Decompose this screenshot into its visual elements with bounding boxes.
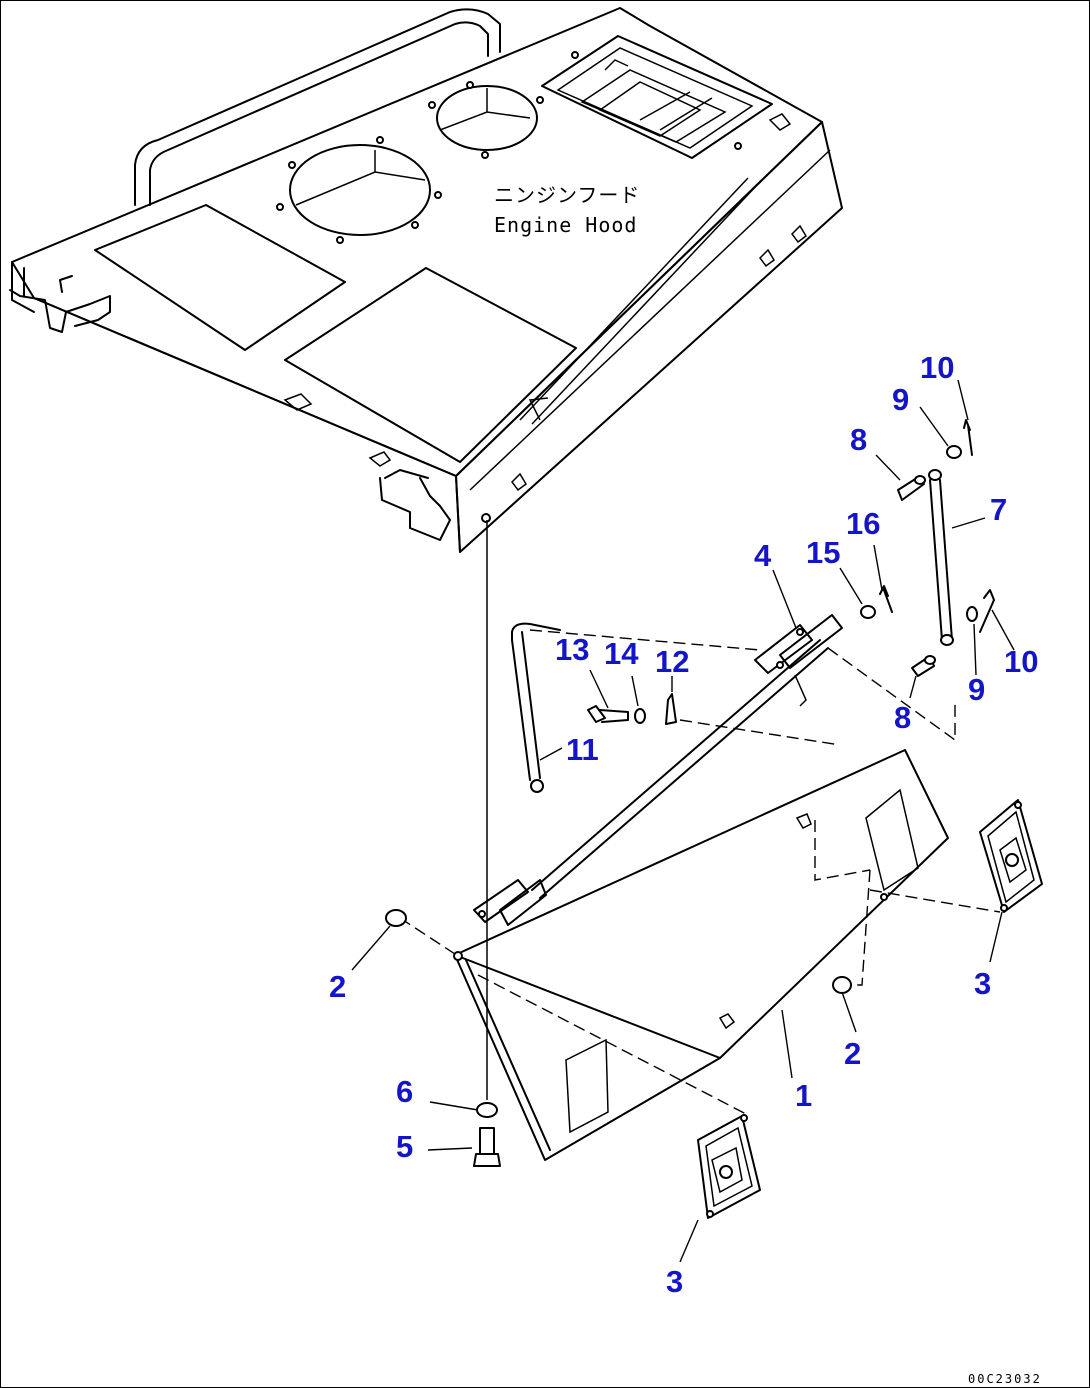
- callout-12: 12: [655, 644, 689, 679]
- callout-2-right: 2: [844, 1036, 861, 1071]
- callout-9-upper: 9: [892, 382, 909, 417]
- bracket-3-left: [697, 1114, 761, 1219]
- dashed-assembly-lines: [399, 629, 1001, 1116]
- washer-2-left: [385, 909, 407, 927]
- callout-3-right: 3: [974, 966, 991, 1001]
- pin-8-lower: [911, 655, 936, 677]
- engine-hood: ニンジンフード Engine Hood: [9, 7, 843, 553]
- cotter-pin-10-lower: [979, 589, 995, 633]
- pin-8-upper: [897, 475, 926, 501]
- callout-3-left: 3: [666, 1264, 683, 1299]
- washer-9-upper: [946, 445, 962, 459]
- callout-10-lower: 10: [1004, 644, 1038, 679]
- gas-spring-7: [928, 469, 954, 646]
- callout-2-left: 2: [329, 969, 346, 1004]
- callout-14: 14: [604, 636, 639, 671]
- callout-5: 5: [396, 1129, 413, 1164]
- callout-11: 11: [566, 732, 599, 767]
- washer-15: [860, 605, 876, 619]
- figure-number: 00C23032: [968, 1372, 1042, 1386]
- leader-lines: [351, 379, 1015, 1263]
- callout-16: 16: [846, 506, 880, 541]
- cover-plate: [453, 614, 949, 1161]
- callout-numbers: 1 2 2 3 3 4 5 6 7 8 8 9 9 10 10 11 12 13…: [329, 350, 1038, 1299]
- callout-10-upper: 10: [920, 350, 954, 385]
- callout-6: 6: [396, 1074, 413, 1109]
- washer-9-lower: [966, 606, 978, 622]
- rod-11: [511, 622, 561, 793]
- callout-9-lower: 9: [968, 672, 985, 707]
- callout-13: 13: [555, 632, 589, 667]
- callout-7: 7: [990, 492, 1007, 527]
- hood-label-jp: ニンジンフード: [494, 183, 640, 207]
- cotter-pin-16: [879, 585, 893, 613]
- callout-1: 1: [795, 1078, 812, 1113]
- callout-4: 4: [754, 538, 772, 573]
- callout-15: 15: [806, 535, 840, 570]
- callout-8-upper: 8: [850, 422, 867, 457]
- washer-2-right: [832, 976, 852, 994]
- bolt-13: [587, 705, 629, 723]
- bracket-3-right: [979, 799, 1043, 913]
- washer-6: [476, 1102, 498, 1118]
- cotter-pin-10-upper: [963, 419, 973, 456]
- washer-14: [634, 708, 646, 724]
- callout-8-lower: 8: [894, 700, 911, 735]
- bolt-5: [473, 1127, 501, 1167]
- clip-12: [665, 693, 677, 725]
- hood-label-en: Engine Hood: [494, 213, 637, 237]
